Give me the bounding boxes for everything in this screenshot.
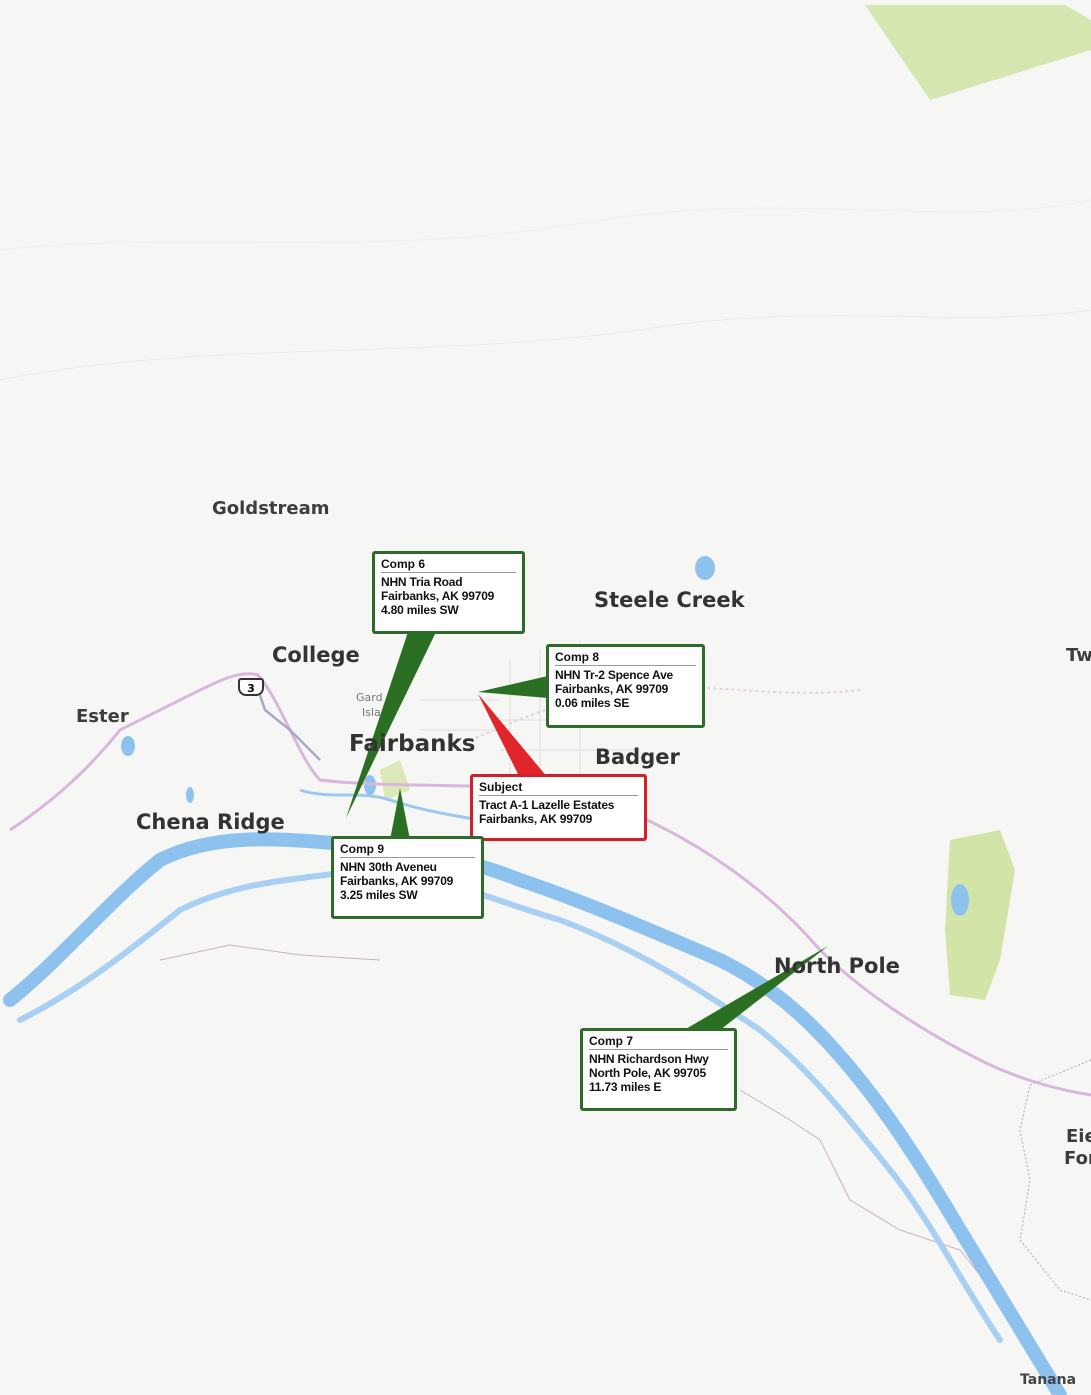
tanana-river-braid (17, 866, 1003, 1343)
road-local (253, 679, 321, 761)
place-eie: Eie (1066, 1126, 1091, 1147)
comp6-pointer (346, 632, 436, 818)
comp9-callout[interactable]: Comp 9 NHN 30th Aveneu Fairbanks, AK 997… (331, 836, 484, 919)
comp8-pointer (478, 676, 548, 698)
comp9-city: Fairbanks, AK 99709 (340, 874, 454, 888)
lake (695, 556, 715, 580)
terrain-line (0, 309, 1091, 381)
lake (951, 884, 969, 916)
place-garden-island-line2: Isla (362, 706, 381, 719)
comp6-callout[interactable]: Comp 6 NHN Tria Road Fairbanks, AK 99709… (372, 551, 525, 634)
place-garden-island-line1: Gard (356, 691, 383, 704)
comp8-title: Comp 8 (555, 650, 696, 666)
park-area-top (865, 5, 1091, 100)
comp9-address: NHN 30th Aveneu (340, 860, 437, 874)
boundary-line (739, 1089, 1001, 1301)
comp8-callout[interactable]: Comp 8 NHN Tr-2 Spence Ave Fairbanks, AK… (546, 644, 705, 728)
place-college: College (272, 643, 360, 667)
route-3-shield: 3 (238, 678, 264, 696)
subject-address: Tract A-1 Lazelle Estates (479, 798, 615, 812)
place-tw: Tw (1066, 645, 1091, 666)
subject-city: Fairbanks, AK 99709 (479, 812, 593, 826)
place-chena-ridge: Chena Ridge (136, 810, 285, 834)
place-ester: Ester (76, 706, 129, 727)
park-area-fairbanks (380, 760, 410, 800)
comp7-title: Comp 7 (589, 1034, 728, 1050)
place-north-pole: North Pole (774, 954, 900, 978)
chena-river (299, 788, 481, 822)
subject-pointer (478, 694, 548, 778)
park-area-east (945, 830, 1015, 1000)
comp7-callout[interactable]: Comp 7 NHN Richardson Hwy North Pole, AK… (580, 1028, 737, 1111)
highway-steese (469, 686, 861, 741)
comp6-distance: 4.80 miles SW (381, 603, 459, 617)
terrain-line (0, 199, 1091, 251)
subject-title: Subject (479, 780, 638, 796)
comp7-pointer (684, 946, 828, 1030)
boundary-line (159, 944, 381, 961)
comp7-distance: 11.73 miles E (589, 1080, 662, 1094)
place-fairbanks: Fairbanks (349, 731, 476, 757)
place-for: For (1064, 1148, 1091, 1169)
subject-callout[interactable]: Subject Tract A-1 Lazelle Estates Fairba… (470, 774, 647, 841)
comp9-title: Comp 9 (340, 842, 475, 858)
highway-richardson (599, 798, 1091, 1097)
tanana-river (3, 832, 1067, 1395)
comp8-distance: 0.06 miles SE (555, 696, 630, 710)
lake (186, 787, 194, 803)
comp6-address: NHN Tria Road (381, 575, 463, 589)
comp8-address: NHN Tr-2 Spence Ave (555, 668, 674, 682)
place-goldstream: Goldstream (212, 498, 330, 519)
boundary-line (1019, 1059, 1091, 1301)
comp7-city: North Pole, AK 99705 (589, 1066, 706, 1080)
comp9-distance: 3.25 miles SW (340, 888, 418, 902)
place-steele-creek: Steele Creek (594, 588, 745, 612)
comp6-city: Fairbanks, AK 99709 (381, 589, 495, 603)
comp6-title: Comp 6 (381, 557, 516, 573)
comp9-pointer (390, 788, 410, 840)
place-tanana: Tanana (1020, 1372, 1077, 1388)
comp8-city: Fairbanks, AK 99709 (555, 682, 669, 696)
lake (121, 736, 135, 756)
comp7-address: NHN Richardson Hwy (589, 1052, 709, 1066)
place-badger: Badger (595, 745, 680, 769)
